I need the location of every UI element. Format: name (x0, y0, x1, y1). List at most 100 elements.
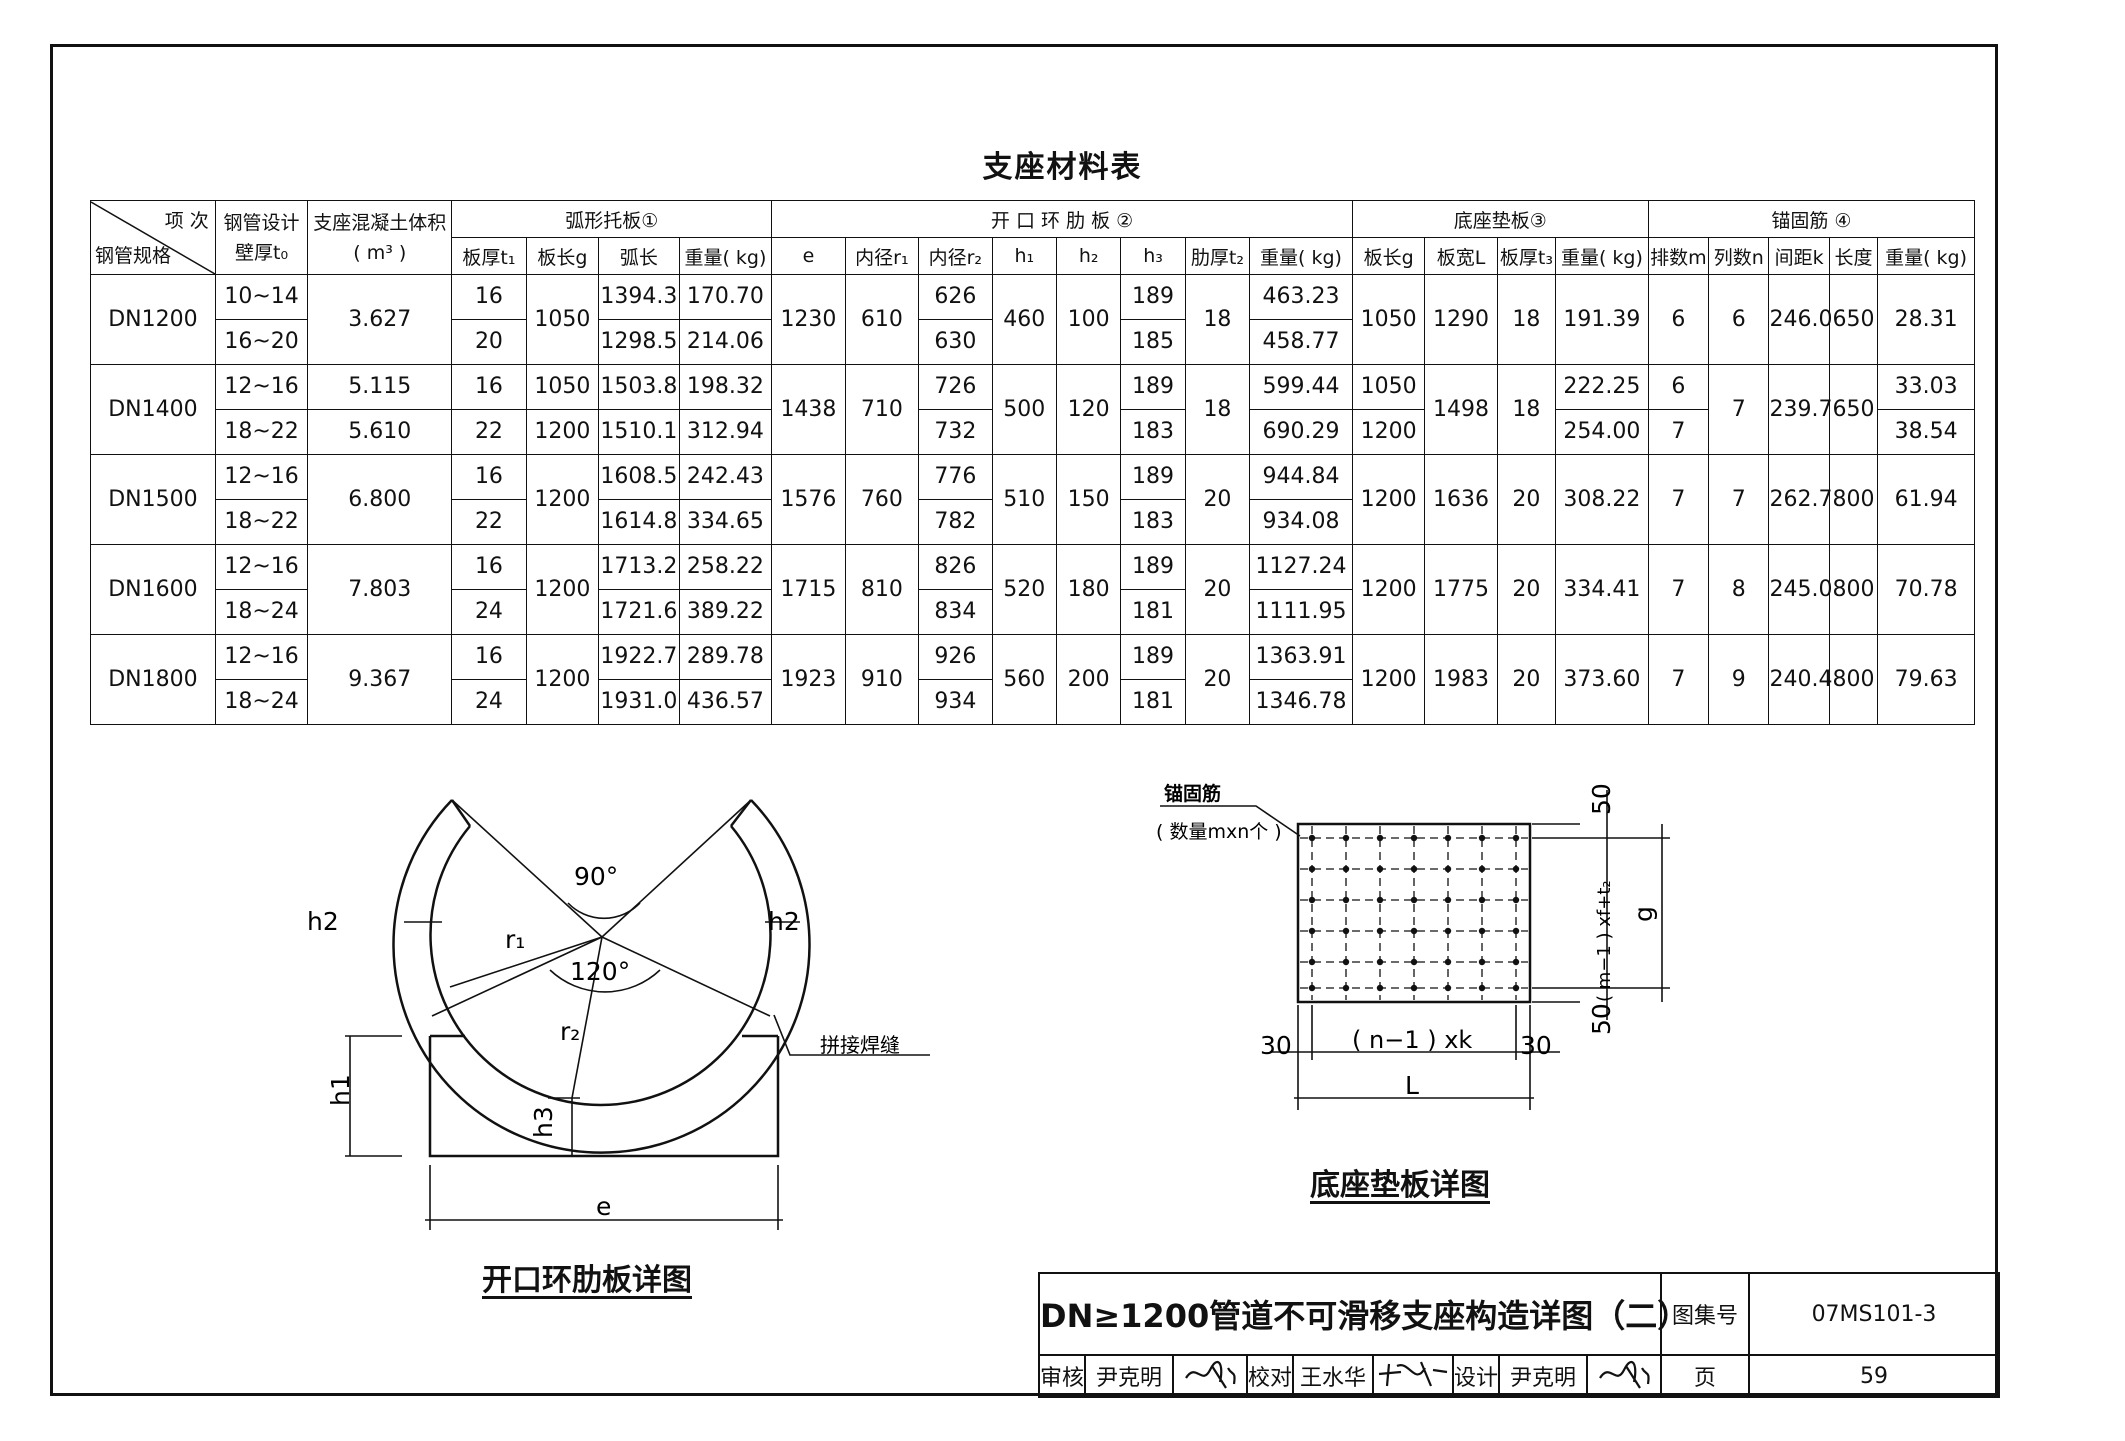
cell-L: 1290 (1424, 274, 1498, 365)
drawing-frame (50, 44, 1998, 1396)
cell-h1: 460 (991, 274, 1057, 365)
cell-w1-0: 258.22 (686, 554, 764, 579)
subheader-14: 板厚t₃ (1496, 237, 1557, 275)
pipe-spec: DN1200 (90, 274, 216, 365)
anchor-dot (1308, 896, 1316, 904)
cell-L: 1636 (1424, 454, 1498, 545)
pipe-spec: DN1500 (90, 454, 216, 545)
cell-r2-0: 726 (934, 374, 977, 399)
cell-n: 7 (1708, 454, 1770, 545)
cell-w1-0: 170.70 (686, 284, 764, 309)
cell-k: 262.7 (1768, 454, 1832, 545)
cell-w1-0: 198.32 (686, 374, 764, 399)
cell-t0-1: 18~24 (215, 679, 308, 724)
cell-g3-1: 1200 (1352, 409, 1425, 454)
cell-w3: 308.22 (1555, 454, 1649, 545)
cell-arc-1: 1298.5 (599, 319, 679, 364)
anchor-dot (1376, 865, 1384, 873)
anchor-dot (1444, 834, 1452, 842)
anchor-dot (1308, 927, 1316, 935)
cell-w2-0: 463.23 (1262, 284, 1340, 309)
designer-signature (1586, 1354, 1662, 1398)
cell-h1: 520 (991, 544, 1057, 635)
subheader-3: 重量( kg) (678, 237, 773, 275)
cell-e: 1715 (771, 544, 846, 635)
cell-t1-1: 22 (452, 409, 526, 454)
cell-r2-1: 834 (919, 589, 992, 634)
cell-vol: 7.803 (307, 544, 453, 635)
subheader-12: 板长g (1351, 237, 1426, 275)
cell-n: 7 (1708, 364, 1770, 455)
cell-r2-1: 934 (919, 679, 992, 724)
cell-len: 800 (1828, 544, 1879, 635)
cell-arc-1: 1510.1 (599, 409, 679, 454)
cell-h3-0: 189 (1132, 374, 1175, 399)
cell-t0-0: 10~14 (224, 284, 299, 309)
title-block: DN≥1200管道不可滑移支座构造详图（二） 图集号 07MS101-3 审核 … (1038, 1272, 2000, 1398)
anchor-count-label: ( 数量mxn个 ) (1156, 821, 1282, 843)
cell-t1-0: 16 (474, 554, 503, 579)
concrete-volume-header: 支座混凝土体积( m³ ) (307, 200, 453, 275)
cell-t3: 20 (1496, 544, 1557, 635)
anchor-dot (1410, 865, 1418, 873)
cell-h3-1: 183 (1121, 409, 1185, 454)
cell-len: 650 (1828, 274, 1879, 365)
cell-g3: 1200 (1351, 634, 1426, 725)
cell-t1-1: 24 (452, 589, 526, 634)
cell-vol: 6.800 (307, 454, 453, 545)
dim-top-50: 50 (1587, 783, 1616, 815)
cell-t1-1: 22 (452, 499, 526, 544)
cell-h3-1: 181 (1121, 589, 1185, 634)
cell-t3: 18 (1496, 274, 1557, 365)
cell-g1: 1050 (525, 274, 600, 365)
cell-g3: 1200 (1351, 544, 1426, 635)
cell-w2-0: 1363.91 (1255, 644, 1347, 669)
cell-m-0: 6 (1671, 374, 1686, 399)
h2-right-label: h2 (768, 907, 800, 936)
cell-t2: 20 (1184, 454, 1251, 545)
subheader-10: 肋厚t₂ (1184, 237, 1251, 275)
cell-h3-0: 189 (1132, 554, 1175, 579)
cell-vol: 3.627 (307, 274, 453, 365)
cell-t0-1: 18~22 (215, 409, 308, 454)
cell-t1-0: 16 (474, 284, 503, 309)
anchor-dot (1342, 927, 1350, 935)
cell-n: 9 (1708, 634, 1770, 725)
designer-name: 尹克明 (1498, 1354, 1588, 1398)
cell-k: 239.7 (1768, 364, 1832, 455)
cell-m: 7 (1647, 634, 1710, 725)
atlas-label: 图集号 (1660, 1272, 1750, 1356)
cell-h3-0: 189 (1132, 464, 1175, 489)
anchor-dot (1410, 984, 1418, 992)
cell-h3-0: 189 (1132, 644, 1175, 669)
cell-arc-1: 1931.0 (599, 679, 679, 724)
cell-g1-0: 1050 (534, 374, 591, 399)
cell-h2: 100 (1055, 274, 1122, 365)
cell-r2-0: 926 (934, 644, 977, 669)
drawing-title: DN≥1200管道不可滑移支座构造详图（二） (1038, 1272, 1689, 1356)
cell-t2: 18 (1184, 364, 1251, 455)
cell-w3: 334.41 (1555, 544, 1649, 635)
cell-arc-0: 1503.8 (600, 374, 678, 399)
subheader-18: 间距k (1768, 237, 1830, 275)
cell-h2: 120 (1055, 364, 1122, 455)
design-label: 设计 (1452, 1354, 1500, 1398)
weld-label: 拼接焊缝 (820, 1033, 900, 1057)
anchor-dot (1478, 834, 1486, 842)
cell-t0-0: 12~16 (224, 554, 299, 579)
e-label: e (596, 1192, 611, 1221)
